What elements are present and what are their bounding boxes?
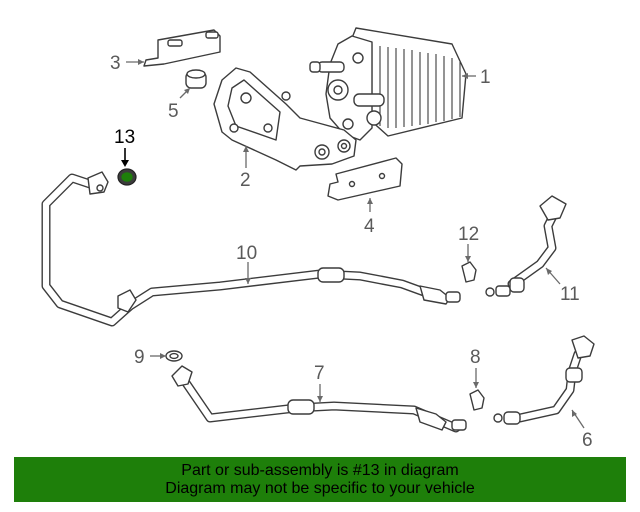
part-12-clip[interactable] xyxy=(461,261,477,283)
info-banner: Part or sub-assembly is #13 in diagram D… xyxy=(14,457,626,502)
part-4-bracket-plate[interactable] xyxy=(327,157,403,201)
parts-diagram: 1 2 3 4 5 6 7 8 9 10 11 12 13 xyxy=(41,27,595,451)
part-10-cooler-line[interactable] xyxy=(41,171,461,327)
part-13-seal[interactable] xyxy=(117,168,137,186)
part-11-hose[interactable] xyxy=(485,195,567,297)
callout-12: 12 xyxy=(458,224,479,245)
callout-5: 5 xyxy=(168,101,179,122)
part-8-clip[interactable] xyxy=(469,389,485,411)
callout-7: 7 xyxy=(314,363,325,384)
leader-lines xyxy=(121,59,585,429)
callout-9: 9 xyxy=(134,347,145,368)
part-6-hose[interactable] xyxy=(493,335,595,425)
callout-6: 6 xyxy=(582,430,593,451)
callout-11: 11 xyxy=(560,284,580,305)
part-5-grommet[interactable] xyxy=(185,69,207,89)
callout-1: 1 xyxy=(480,67,491,88)
callout-10: 10 xyxy=(236,243,257,264)
part-1-oil-cooler[interactable] xyxy=(309,27,467,141)
callout-13: 13 xyxy=(114,127,135,148)
banner-line-2: Diagram may not be specific to your vehi… xyxy=(165,480,475,497)
callout-8: 8 xyxy=(470,347,481,368)
banner-line-1: Part or sub-assembly is #13 in diagram xyxy=(181,462,459,479)
part-2-bracket[interactable] xyxy=(213,67,357,171)
callout-4: 4 xyxy=(364,216,375,237)
part-7-cooler-line[interactable] xyxy=(171,365,467,433)
part-3-mount-plate[interactable] xyxy=(143,29,221,67)
part-9-o-ring[interactable] xyxy=(165,350,183,362)
callout-3: 3 xyxy=(110,53,121,74)
callout-2: 2 xyxy=(240,170,251,191)
